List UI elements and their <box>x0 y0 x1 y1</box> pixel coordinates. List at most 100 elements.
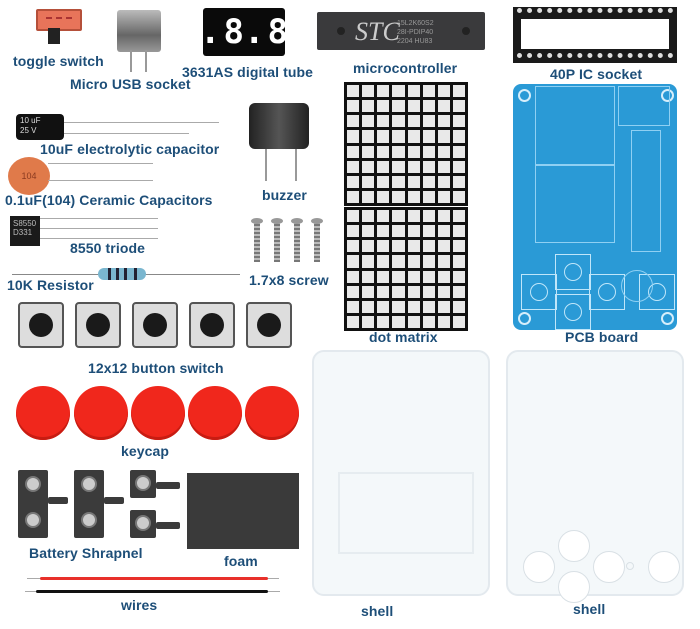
keycap-label: keycap <box>121 443 170 459</box>
capacitor-lead <box>64 122 219 123</box>
mcu-marking-line: 15L2K60S2 <box>397 20 434 27</box>
matrix-led <box>362 240 375 253</box>
matrix-led <box>437 175 450 188</box>
matrix-led <box>437 85 450 98</box>
pcb-board-image <box>513 84 677 330</box>
matrix-led <box>407 115 420 128</box>
ceramic-capacitor-image: 104 <box>8 157 50 195</box>
triode-lead <box>40 228 158 229</box>
matrix-led <box>452 210 465 223</box>
matrix-led <box>377 210 390 223</box>
mount-hole <box>518 312 531 325</box>
matrix-led <box>437 285 450 298</box>
matrix-led <box>422 145 435 158</box>
ccap-marking: 104 <box>21 171 37 181</box>
matrix-led <box>437 115 450 128</box>
matrix-led <box>377 130 390 143</box>
matrix-led <box>362 115 375 128</box>
matrix-led <box>422 175 435 188</box>
shrapnel-tab <box>156 522 180 529</box>
matrix-led <box>452 255 465 268</box>
shell-front-image <box>506 350 684 603</box>
mount-hole <box>661 89 674 102</box>
matrix-led <box>377 270 390 283</box>
matrix-led <box>422 300 435 313</box>
ecap-marking: 10 uF <box>20 116 41 125</box>
matrix-led <box>422 210 435 223</box>
matrix-led <box>452 285 465 298</box>
shell-back-label: shell <box>361 603 394 619</box>
matrix-led <box>347 85 360 98</box>
matrix-led <box>392 160 405 173</box>
matrix-led <box>407 175 420 188</box>
buzzer-leg <box>295 149 297 181</box>
triode-image: S8550 D331 <box>10 216 40 246</box>
screw-image <box>271 218 283 262</box>
matrix-led <box>392 240 405 253</box>
shrapnel-tab <box>104 497 124 504</box>
mount-hole <box>518 89 531 102</box>
matrix-led <box>362 225 375 238</box>
mcu-logo: STC <box>355 17 400 46</box>
shell-back-image <box>312 350 490 596</box>
capacitor-lead <box>48 163 153 164</box>
mcu-marking: 15L2K60S2 28I-PDIP40 2204 HU83 <box>397 19 434 46</box>
matrix-led <box>392 145 405 158</box>
matrix-led <box>347 145 360 158</box>
matrix-led <box>377 100 390 113</box>
matrix-led <box>437 270 450 283</box>
matrix-led <box>437 210 450 223</box>
socket-pins-top <box>517 8 673 18</box>
socket-pins-bottom <box>517 53 673 63</box>
matrix-led <box>437 145 450 158</box>
matrix-led <box>452 160 465 173</box>
resistor-band <box>124 268 127 280</box>
shrapnel-hole <box>25 476 41 492</box>
shrapnel-hole <box>135 475 151 491</box>
matrix-led <box>407 210 420 223</box>
screw-image <box>291 218 303 262</box>
matrix-led <box>377 285 390 298</box>
shrapnel-hole <box>135 515 151 531</box>
wires-label: wires <box>121 597 158 613</box>
keycap-image <box>131 386 185 440</box>
matrix-led <box>437 160 450 173</box>
micro-usb-socket-image <box>117 10 161 52</box>
matrix-led <box>347 190 360 203</box>
dot-matrix-label: dot matrix <box>369 329 438 345</box>
matrix-led <box>452 240 465 253</box>
matrix-led <box>452 130 465 143</box>
matrix-led <box>392 130 405 143</box>
battery-shrapnel-image <box>18 470 48 538</box>
matrix-led <box>407 255 420 268</box>
matrix-led <box>362 145 375 158</box>
action-button-hole <box>648 551 680 583</box>
matrix-led <box>407 270 420 283</box>
matrix-led <box>422 225 435 238</box>
matrix-led <box>362 210 375 223</box>
dot-matrix-image <box>344 207 468 331</box>
matrix-led <box>392 270 405 283</box>
matrix-led <box>422 240 435 253</box>
red-wire <box>40 577 268 580</box>
matrix-led <box>347 100 360 113</box>
triode-label: 8550 triode <box>70 240 146 256</box>
buzzer-image <box>249 103 309 149</box>
matrix-led <box>392 285 405 298</box>
matrix-led <box>347 240 360 253</box>
pin1-dot <box>337 27 345 35</box>
micro-usb-label: Micro USB socket <box>70 76 191 92</box>
tact-button-image <box>132 302 178 348</box>
battery-shrapnel-image <box>130 470 156 498</box>
matrix-led <box>407 240 420 253</box>
mcu-footprint <box>631 130 661 252</box>
triode-marking: D331 <box>13 228 33 237</box>
dpad-up-hole <box>558 530 590 562</box>
matrix-led <box>392 210 405 223</box>
matrix-led <box>392 85 405 98</box>
pcb-board-label: PCB board <box>565 329 639 345</box>
matrix-led <box>362 315 375 328</box>
matrix-led <box>437 225 450 238</box>
matrix-led <box>347 115 360 128</box>
matrix-led <box>377 225 390 238</box>
